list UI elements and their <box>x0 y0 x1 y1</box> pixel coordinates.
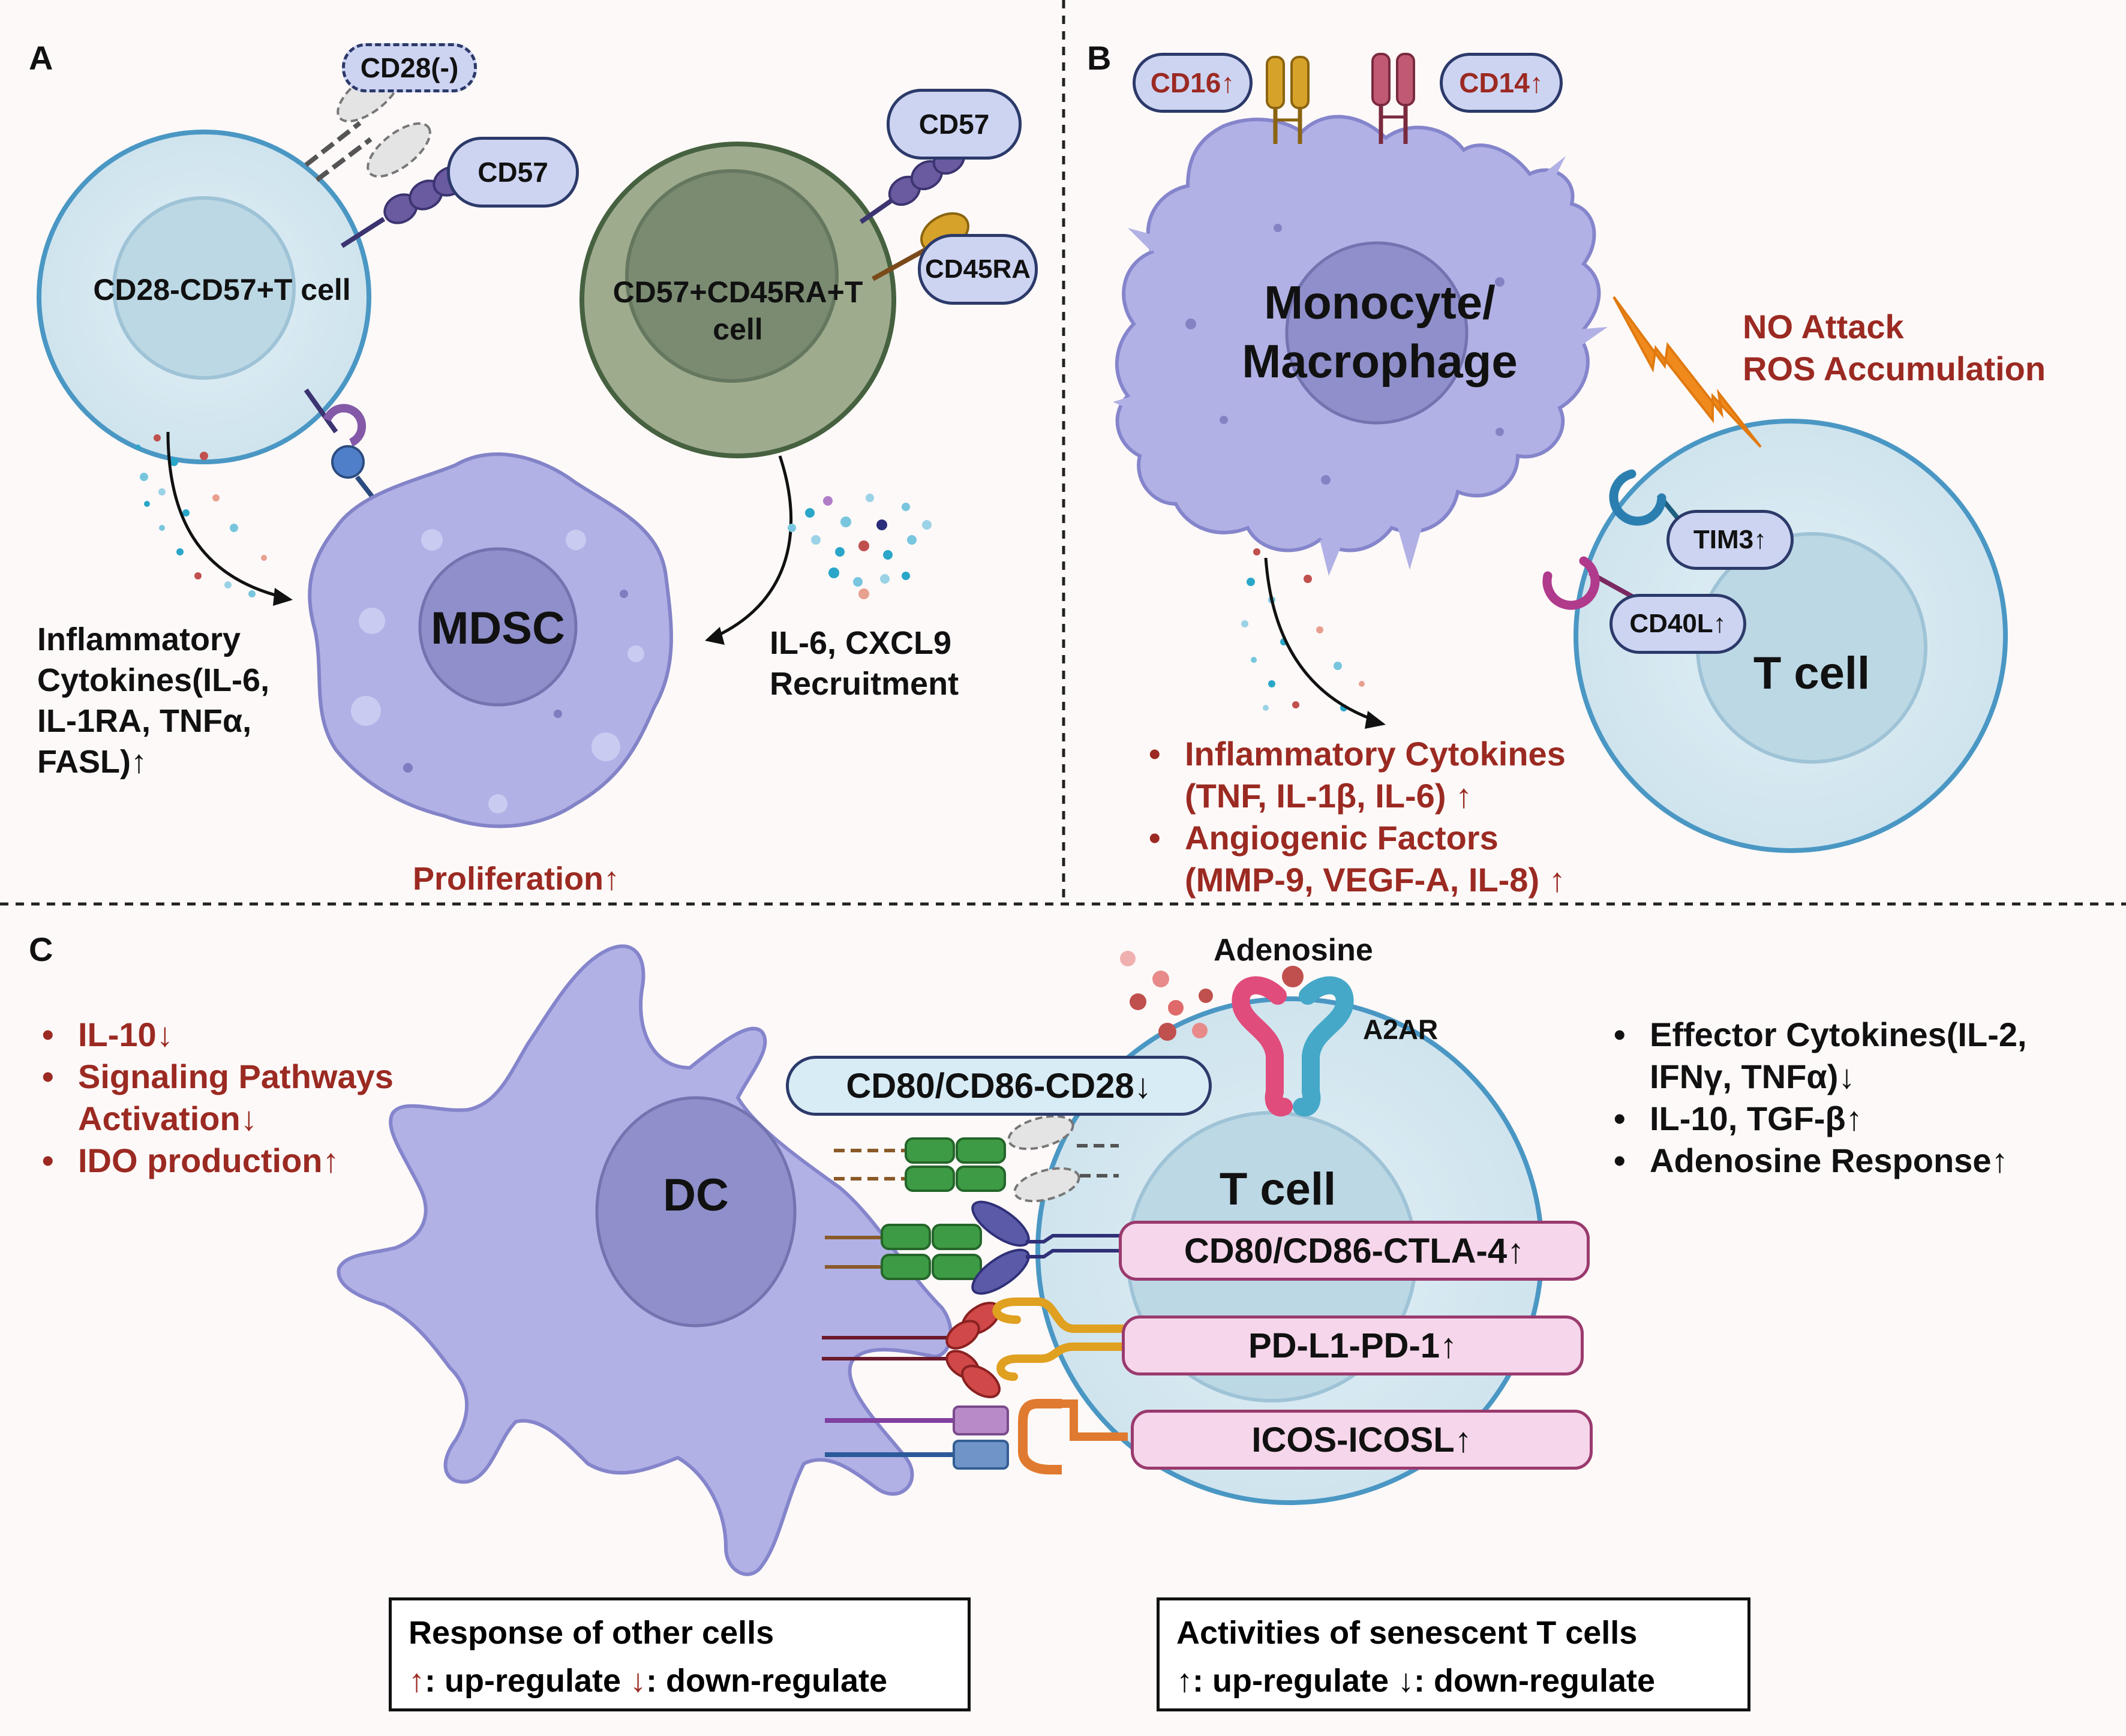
monocyte-factors-list: Inflammatory Cytokines (TNF, IL-1β, IL-6… <box>1143 733 1566 901</box>
cell-contact-receptor <box>304 388 401 533</box>
monocyte-label-line1: Monocyte/ <box>1264 276 1496 329</box>
legend-senescent-title: Activities of senescent T cells <box>1176 1615 1638 1651</box>
t-cell-b-label: T cell <box>1753 648 1870 699</box>
cytokine-dots-a-right <box>788 494 932 599</box>
arrow-b <box>1264 557 1374 722</box>
t-cell-cd45ra-label: CD57+CD45RA+T cell <box>576 274 900 348</box>
cytokines-a-line3: IL-1RA, TNFα, <box>37 703 252 739</box>
cd57-chip-a2: CD57 <box>887 89 1022 160</box>
monocyte-factor-2-detail: (MMP-9, VEGF-A, IL-8) ↑ <box>1185 861 1566 899</box>
monocyte-shape <box>1113 115 1608 576</box>
dc-response-2-detail: Activation↓ <box>78 1100 257 1137</box>
cd28-pair-receptors <box>834 1115 1119 1203</box>
a2ar-label: A2AR <box>1363 1014 1439 1045</box>
legend-senescent-keys: ↑: up-regulate ↓: down-regulate <box>1176 1657 1731 1705</box>
legend-senescent: Activities of senescent T cells ↑: up-re… <box>1157 1597 1750 1711</box>
legend-other-down-text: : down-regulate <box>646 1663 888 1699</box>
t-cell-c-label: T cell <box>1219 1164 1337 1215</box>
t-cell-cd45ra-shape <box>579 142 896 458</box>
legend-other-cells: Response of other cells ↑: up-regulate ↓… <box>389 1597 971 1711</box>
t-cell-cd28neg-label: CD28-CD57+T cell <box>93 273 351 307</box>
t-cell-cd45ra-label-line1: CD57+CD45RA+T <box>612 275 863 309</box>
attack-line1: NO Attack <box>1743 308 1904 346</box>
monocyte-label-line2: Macrophage <box>1242 335 1518 388</box>
legend-other-up-arrow: ↑ <box>409 1663 425 1699</box>
recruitment-label: IL-6, CXCL9 Recruitment <box>770 623 959 704</box>
adenosine-label: Adenosine <box>1214 933 1373 968</box>
t-cell-cd28neg-shape <box>37 130 371 464</box>
cytokine-dots-b <box>1241 548 1365 711</box>
senescent-activity-1: Effector Cytokines(IL-2, <box>1608 1014 2027 1056</box>
panel-letter-a: A <box>29 39 53 77</box>
senescent-activity-2: IL-10, TGF-β↑ <box>1608 1098 2027 1140</box>
lightning-bolt-icon <box>1612 296 1762 448</box>
icos-chip: ICOS-ICOSL↑ <box>1131 1410 1593 1470</box>
cd57-receptor-a1 <box>340 166 467 248</box>
cd45ra-chip: CD45RA <box>918 234 1038 305</box>
cd40l-chip: CD40L↑ <box>1609 594 1746 654</box>
dc-shape <box>337 944 953 1576</box>
icos-pair-receptors <box>825 1399 1128 1474</box>
cd14-receptor <box>1371 53 1415 144</box>
arrow-a-left <box>166 431 283 599</box>
cd57-chip-a1: CD57 <box>447 137 579 208</box>
recruitment-line1: IL-6, CXCL9 <box>770 625 952 661</box>
recruitment-line2: Recruitment <box>770 666 959 702</box>
senescent-activity-3: Adenosine Response↑ <box>1608 1140 2027 1182</box>
ctla4-chip: CD80/CD86-CTLA-4↑ <box>1119 1221 1590 1281</box>
legend-senescent-down-text: : down-regulate <box>1414 1663 1656 1699</box>
adenosine-molecules <box>1120 951 1304 1041</box>
proliferation-label: Proliferation↑ <box>413 861 620 897</box>
dc-response-3: IDO production↑ <box>36 1140 394 1182</box>
inflammatory-cytokines-a: Inflammatory Cytokines(IL-6, IL-1RA, TNF… <box>37 619 269 782</box>
legend-senescent-up-arrow: ↑ <box>1176 1663 1193 1699</box>
attack-label: NO Attack ROS Accumulation <box>1743 306 2046 390</box>
monocyte-factor-2: Angiogenic Factors <box>1143 817 1566 859</box>
cd28-negative-chip: CD28(-) <box>342 43 477 92</box>
cd80-cd28-chip: CD80/CD86-CD28↓ <box>786 1056 1212 1116</box>
cd16-chip: CD16↑ <box>1133 53 1253 113</box>
legend-other-title: Response of other cells <box>409 1615 774 1651</box>
pd1-pair-receptors <box>822 1298 1132 1398</box>
arrow-a-right <box>716 455 793 638</box>
legend-other-up-text: : up-regulate <box>425 1663 621 1699</box>
dc-response-1: IL-10↓ <box>36 1014 394 1056</box>
mdsc-label: MDSC <box>431 603 565 654</box>
ctla4-pair-receptors <box>825 1200 1125 1295</box>
legend-other-down-arrow: ↓ <box>630 1663 647 1699</box>
panel-letter-c: C <box>29 930 53 968</box>
cytokines-a-line1: Inflammatory <box>37 621 241 657</box>
a2ar-receptor <box>1232 976 1354 1117</box>
dc-label: DC <box>663 1170 729 1221</box>
cytokines-a-line2: Cytokines(IL-6, <box>37 662 270 698</box>
legend-senescent-down-arrow: ↓ <box>1398 1663 1415 1699</box>
monocyte-label: Monocyte/ Macrophage <box>1218 273 1542 391</box>
dc-response-2: Signaling Pathways <box>36 1056 394 1098</box>
mdsc-shape <box>308 452 673 828</box>
monocyte-factor-1: Inflammatory Cytokines <box>1143 733 1566 775</box>
attack-line2: ROS Accumulation <box>1743 350 2046 388</box>
legend-senescent-up-text: : up-regulate <box>1193 1663 1389 1699</box>
pd1-chip: PD-L1-PD-1↑ <box>1122 1315 1584 1375</box>
cytokine-dots-a-left <box>136 434 267 597</box>
tim3-chip: TIM3↑ <box>1666 510 1794 570</box>
panel-letter-b: B <box>1087 39 1112 77</box>
t-cell-cd45ra-label-line2: cell <box>713 313 763 346</box>
cytokines-a-line4: FASL)↑ <box>37 744 147 780</box>
cd14-chip: CD14↑ <box>1440 53 1563 113</box>
dc-response-list: IL-10↓ Signaling Pathways Activation↓ ID… <box>36 1014 394 1182</box>
cd16-receptor <box>1266 56 1310 144</box>
legend-other-keys: ↑: up-regulate ↓: down-regulate <box>409 1657 951 1705</box>
monocyte-factor-1-detail: (TNF, IL-1β, IL-6) ↑ <box>1185 777 1473 815</box>
senescent-activity-1-detail: IFNγ, TNFα)↓ <box>1650 1058 1855 1095</box>
senescent-activity-list: Effector Cytokines(IL-2, IFNγ, TNFα)↓ IL… <box>1608 1014 2027 1182</box>
